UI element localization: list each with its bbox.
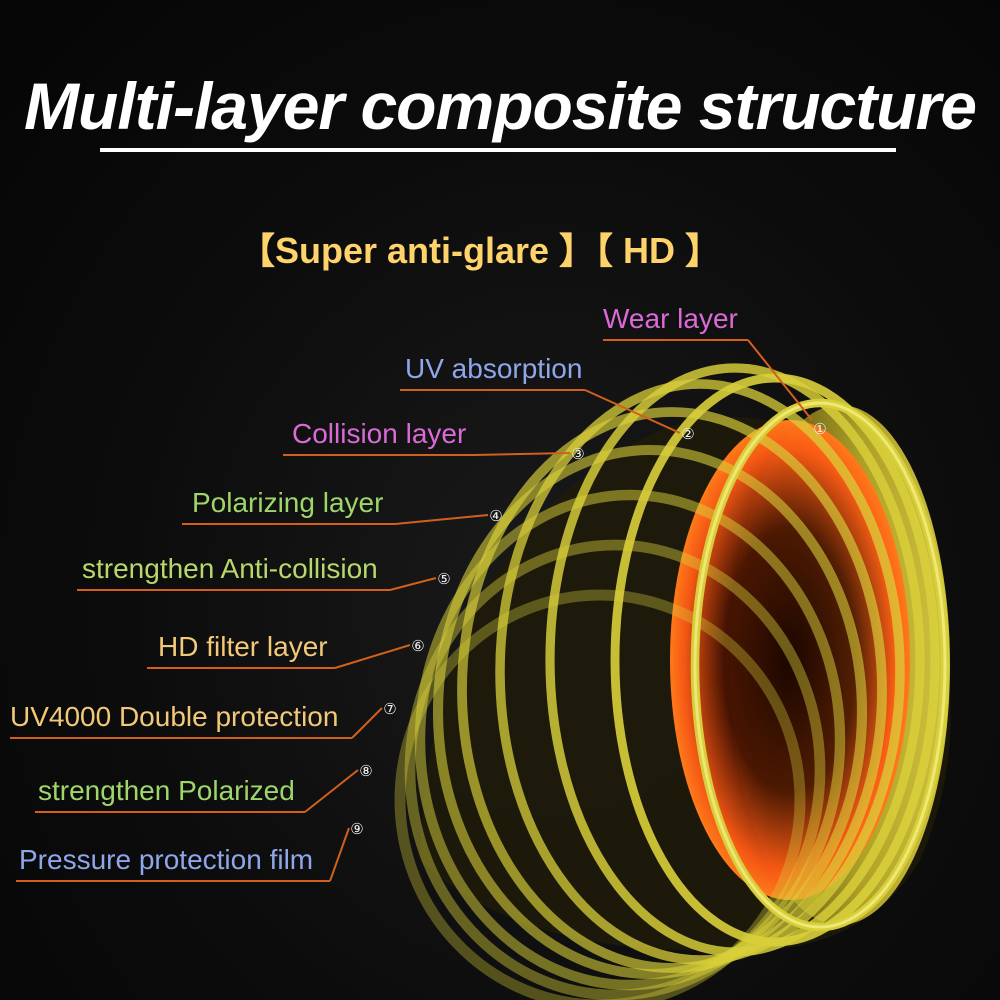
layer-number-3: ③ (571, 445, 584, 463)
lens-ring-2 (610, 373, 940, 947)
layer-label-2: UV absorption (405, 353, 582, 384)
layer-leader-8 (304, 769, 359, 813)
layer-number-4: ④ (489, 507, 502, 525)
layer-label-7: UV4000 Double protection (10, 701, 338, 732)
lens-ring-4 (495, 379, 905, 965)
layer-leader-7 (351, 707, 383, 739)
layer-label-4: Polarizing layer (192, 487, 383, 518)
layer-label-1: Wear layer (603, 303, 738, 334)
layer-number-5: ⑤ (437, 570, 450, 588)
page-title: Multi-layer composite structure (24, 69, 977, 143)
layer-number-2: ② (681, 425, 694, 443)
lens-ring-8 (404, 539, 826, 1000)
layer-label-5: strengthen Anti-collision (82, 553, 378, 584)
lens-ring-7 (414, 489, 846, 991)
layer-leader-9 (329, 827, 350, 882)
layer-label-3: Collision layer (292, 418, 466, 449)
lens-ring-6 (432, 444, 868, 980)
leader-lines (10, 339, 813, 882)
title-underline (100, 148, 896, 152)
layer-leader-1 (747, 339, 813, 421)
layer-leader-2 (584, 389, 681, 434)
layer-number-8: ⑧ (359, 762, 372, 780)
layer-leader-5 (389, 577, 437, 591)
layer-labels: Wear layer ① UV absorption ② Collision layer… (10, 303, 827, 875)
layer-leader-6 (334, 644, 411, 669)
layer-number-9: ⑨ (350, 820, 363, 838)
layer-number-7: ⑦ (383, 700, 396, 718)
lens-ring-5 (457, 407, 887, 973)
layer-number-6: ⑥ (411, 637, 424, 655)
lens-ring-9 (394, 589, 806, 1000)
lens-front-highlight (693, 401, 947, 929)
layer-label-8: strengthen Polarized (38, 775, 295, 806)
layer-leader-4 (394, 514, 489, 525)
layer-number-1: ① (813, 420, 826, 438)
subtitle: 【Super anti-glare 】【 HD 】 (238, 230, 722, 271)
lens-ring-3 (545, 363, 925, 957)
layer-label-9: Pressure protection film (19, 844, 313, 875)
layer-label-6: HD filter layer (158, 631, 328, 662)
lens-rings (394, 363, 951, 1000)
layer-leader-3 (474, 452, 571, 456)
